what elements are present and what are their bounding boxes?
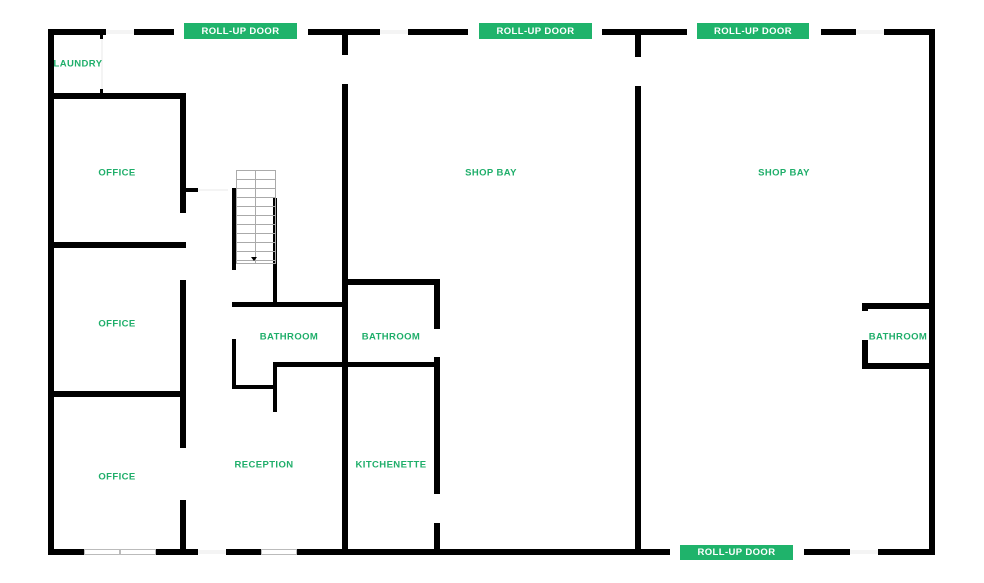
wall-stub	[180, 188, 198, 192]
wall-office-right	[180, 500, 186, 555]
wall-kitchenette-right	[434, 523, 440, 555]
entry-door-bottom	[198, 550, 226, 554]
room-label-shop-bay-2: SHOP BAY	[758, 167, 810, 179]
exterior-wall-bottom	[878, 549, 935, 555]
rollup-door-top-right: ROLL-UP DOOR	[697, 23, 809, 39]
exterior-wall-bottom	[226, 549, 261, 555]
wall-office-divider	[48, 242, 186, 248]
wall-laundry-stub	[100, 35, 103, 39]
staircase	[236, 170, 276, 264]
room-label-office-1: OFFICE	[98, 167, 136, 179]
exterior-wall-top	[134, 29, 174, 35]
rollup-door-top-middle: ROLL-UP DOOR	[479, 23, 592, 39]
wall-mid-bathroom-right	[434, 357, 440, 494]
window-bottom	[261, 549, 297, 555]
wall-bathroom-bottom	[273, 362, 346, 367]
window-bottom	[850, 550, 878, 554]
wall-laundry-stub	[100, 89, 103, 93]
wall-laundry	[48, 93, 186, 99]
wall-office-divider	[48, 391, 186, 397]
wall-office-right	[180, 280, 186, 448]
wall-right-bathroom-left	[862, 340, 868, 369]
room-label-shop-bay-1: SHOP BAY	[465, 167, 517, 179]
wall-stairwell	[232, 188, 236, 270]
room-label-kitchenette: KITCHENETTE	[355, 459, 427, 471]
wall-right-bathroom-left	[862, 303, 868, 311]
wall-shop-bay-divider	[635, 29, 641, 57]
exterior-wall-bottom	[804, 549, 850, 555]
room-label-reception: RECEPTION	[234, 459, 294, 471]
room-label-bathroom-right: BATHROOM	[868, 331, 928, 343]
exterior-wall-bottom	[48, 549, 84, 555]
window-top	[106, 30, 134, 34]
wall-bathroom-left	[232, 339, 236, 389]
wall-mid-bathroom-bottom	[342, 362, 440, 367]
wall-bathroom-bottom	[232, 385, 277, 389]
laundry-door	[101, 39, 103, 89]
wall-mid-bathroom-top	[342, 279, 440, 285]
exterior-wall-bottom	[297, 549, 670, 555]
rollup-door-top-left: ROLL-UP DOOR	[184, 23, 297, 39]
exterior-wall-top	[48, 29, 106, 35]
wall-partition	[342, 29, 348, 55]
wall-partition	[342, 84, 348, 555]
window-bottom	[84, 549, 120, 555]
room-label-laundry: LAUNDRY	[53, 58, 103, 70]
door-opening	[198, 189, 228, 191]
wall-right-bathroom-bottom	[862, 363, 935, 369]
room-label-office-3: OFFICE	[98, 471, 136, 483]
wall-mid-bathroom-right	[434, 279, 440, 329]
room-label-bathroom-middle: BATHROOM	[361, 331, 421, 343]
rollup-door-bottom-right: ROLL-UP DOOR	[680, 545, 793, 560]
window-top	[856, 30, 884, 34]
wall-right-bathroom-top	[862, 303, 935, 309]
exterior-wall-bottom	[156, 549, 198, 555]
exterior-wall-right	[929, 29, 935, 555]
exterior-wall-top	[602, 29, 687, 35]
stairs-down-arrow-icon	[251, 257, 257, 261]
exterior-wall-top	[408, 29, 468, 35]
exterior-wall-top	[821, 29, 856, 35]
wall-bathroom-top	[232, 302, 346, 307]
wall-shop-bay-divider	[635, 86, 641, 555]
exterior-wall-top	[884, 29, 935, 35]
wall-office-right	[180, 93, 186, 213]
window-top	[380, 30, 408, 34]
room-label-bathroom-reception: BATHROOM	[259, 331, 319, 343]
window-bottom	[120, 549, 156, 555]
exterior-wall-left	[48, 29, 54, 555]
wall-bathroom-stub	[273, 362, 277, 412]
room-label-office-2: OFFICE	[98, 318, 136, 330]
